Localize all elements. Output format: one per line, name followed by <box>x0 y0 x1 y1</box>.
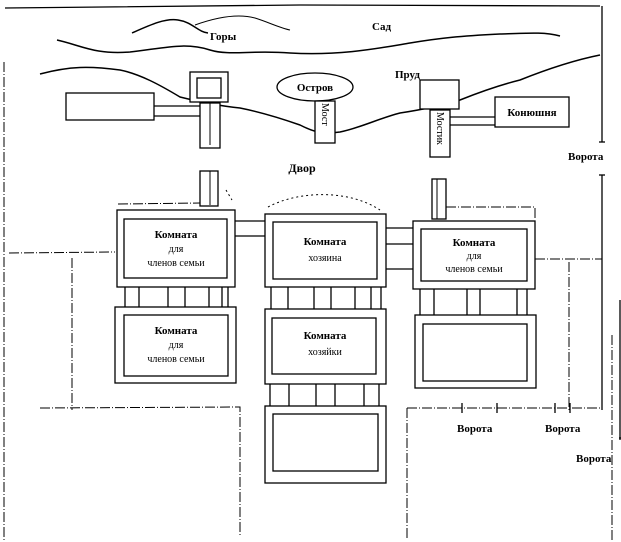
stable-label: Конюшня <box>507 107 556 119</box>
svg-text:Комната: Комната <box>304 236 347 248</box>
pond-pavilion <box>419 79 460 110</box>
svg-text:хозяйки: хозяйки <box>308 347 342 358</box>
center-connectors-upper <box>270 287 382 309</box>
gate-east-upper-label: Ворота <box>568 151 604 163</box>
svg-text:Комната: Комната <box>155 325 198 337</box>
room-family-right-top: Комната для членов семьи <box>412 220 536 290</box>
left-connectors <box>124 287 229 307</box>
left-tower <box>199 170 219 207</box>
bridge-right <box>429 109 451 158</box>
garden-label: Сад <box>372 21 391 33</box>
gate-east-lower-label: Ворота <box>576 453 612 465</box>
right-tower <box>431 178 447 220</box>
bridge-right-label: Мостик <box>434 112 445 145</box>
stable-corridor <box>450 116 495 126</box>
left-pavilion <box>189 71 229 149</box>
bridge-left-label: Мост <box>319 103 330 126</box>
svg-text:членов семьи: членов семьи <box>147 258 205 269</box>
room-right-bottom <box>414 314 537 389</box>
center-connectors-lower <box>269 384 380 406</box>
room-family-left-top: Комната для членов семьи <box>116 209 236 288</box>
pond-label: Пруд <box>395 69 420 81</box>
room-mistress: Комната хозяйки <box>264 308 387 385</box>
courtyard-label: Двор <box>288 161 316 175</box>
landscape-waves <box>39 15 601 134</box>
gate-markers <box>461 403 621 439</box>
right-connectors <box>419 289 528 315</box>
svg-text:членов семьи: членов семьи <box>147 354 205 365</box>
svg-text:для: для <box>467 251 482 262</box>
svg-text:Комната: Комната <box>304 330 347 342</box>
gate-south-1-label: Ворота <box>457 423 493 435</box>
room-center-bottom <box>264 405 387 484</box>
property-boundary <box>3 4 605 540</box>
left-outbuilding <box>65 92 155 121</box>
svg-text:для: для <box>169 340 184 351</box>
southern-walls <box>39 300 621 540</box>
bridge-left <box>314 100 336 144</box>
mountains-label: Горы <box>210 31 237 43</box>
svg-text:хозяина: хозяина <box>308 253 342 264</box>
svg-text:для: для <box>169 244 184 255</box>
room-family-left-bottom: Комната для членов семьи <box>114 306 237 384</box>
island-label: Остров <box>297 82 333 94</box>
room-master: Комната хозяина <box>264 213 387 288</box>
roof-arc <box>267 194 381 211</box>
svg-text:Комната: Комната <box>155 229 198 241</box>
stable <box>494 96 570 128</box>
gate-south-2-label: Ворота <box>545 423 581 435</box>
svg-text:Комната: Комната <box>453 237 496 249</box>
svg-text:членов семьи: членов семьи <box>445 264 503 275</box>
left-outbuilding-corridor <box>154 105 200 117</box>
